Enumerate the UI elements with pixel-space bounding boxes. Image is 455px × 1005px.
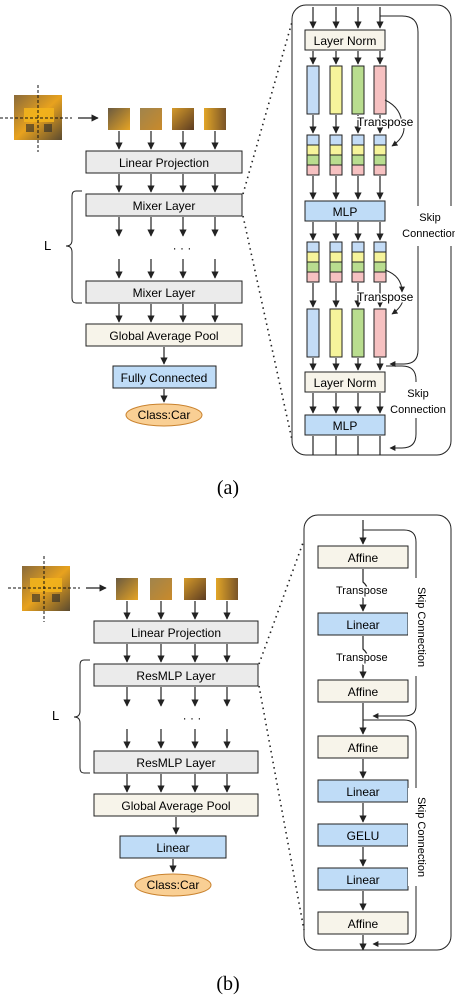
- affine-1-box: [317, 545, 409, 569]
- repeat-brace-a: [65, 190, 82, 304]
- affine-1-label: Affine: [348, 551, 379, 565]
- resmlp-layer-bottom-box: [93, 750, 259, 774]
- skip-connection-bottom-line2: Connection: [390, 404, 446, 416]
- mlp-top-box: [304, 200, 386, 222]
- skip-connection-bottom-line1: Skip: [407, 388, 428, 400]
- global-average-pool-label-a: Global Average Pool: [109, 329, 218, 343]
- transpose-2-halo: Transpose: [336, 652, 388, 664]
- resmlp-layer-top-box: [93, 663, 259, 687]
- mixer-layer-bottom-box: [85, 280, 243, 304]
- layer-norm-bottom-box: [304, 371, 386, 393]
- mixer-layer-top-label: Mixer Layer: [133, 199, 196, 213]
- mlp-top-label: MLP: [333, 205, 358, 219]
- skip-connection-top-label-b: Skip Connection: [415, 587, 427, 667]
- zoom-line-bottom-b: [258, 685, 305, 931]
- fully-connected-label: Fully Connected: [121, 371, 208, 385]
- linear-label-b: Linear: [156, 841, 189, 855]
- transpose-1-halo: Transpose: [336, 585, 388, 597]
- transpose-bottom-label: Transpose: [357, 290, 414, 304]
- global-average-pool-box-a: [85, 323, 243, 347]
- resmlp-layer-bottom-label: ResMLP Layer: [136, 756, 215, 770]
- transpose-top-halo: Transpose: [357, 115, 414, 129]
- mlp-bottom-label: MLP: [333, 419, 358, 433]
- fully-connected-box: [112, 365, 217, 389]
- token-columns-2: [306, 308, 387, 358]
- linear-projection-label-a: Linear Projection: [119, 156, 209, 170]
- resmlp-layer-detail: Affine Transpose Transpose Linear Transp…: [303, 514, 452, 951]
- linear-projection-label-b: Linear Projection: [131, 626, 221, 640]
- global-average-pool-label-b: Global Average Pool: [121, 799, 230, 813]
- repeat-label-a: L: [44, 238, 51, 253]
- mixer-layer-bottom-label: Mixer Layer: [133, 286, 196, 300]
- class-output-label-b: Class:Car: [147, 878, 200, 892]
- panel-a: Linear Projection Mixer Layer · · · Mixe…: [0, 4, 455, 499]
- resmlp-layer-top-label: ResMLP Layer: [136, 669, 215, 683]
- affine-3-label: Affine: [348, 741, 379, 755]
- skip-connection-bottom-label-b: Skip Connection: [415, 797, 427, 877]
- class-output-ellipse-b: [134, 873, 212, 897]
- affine-4-box: [317, 911, 409, 935]
- token-columns-1: [306, 65, 387, 115]
- transpose-top-label: Transpose: [357, 115, 414, 129]
- skip-connection-top-line1: Skip: [419, 212, 440, 224]
- mixer-layer-top-box: [85, 193, 243, 217]
- mixer-layer-detail: Layer Norm Transpose: [291, 4, 455, 456]
- transpose-2-label: Transpose: [336, 652, 388, 664]
- input-image-a: [0, 85, 72, 152]
- ellipsis-b: · · ·: [183, 711, 202, 725]
- panel-b: Linear Projection ResMLP Layer · · · Res…: [8, 514, 452, 995]
- skip-connection-top-path-a: [380, 15, 419, 367]
- zoom-line-top-a: [242, 21, 293, 195]
- affine-2-label: Affine: [348, 685, 379, 699]
- affine-4-label: Affine: [348, 917, 379, 931]
- ellipsis-a: · · ·: [173, 241, 192, 255]
- repeat-brace-b: [73, 659, 90, 774]
- layer-norm-top-box: [304, 29, 386, 51]
- image-patches-a: [108, 108, 226, 130]
- transpose-1-label: Transpose: [336, 585, 388, 597]
- mlp-bottom-box: [304, 414, 386, 436]
- skip-connection-top-line2: Connection: [402, 228, 455, 240]
- layer-norm-bottom-label: Layer Norm: [314, 376, 377, 390]
- affine-2-box: [317, 679, 409, 703]
- linear-box-b: [119, 835, 227, 859]
- zoom-line-top-b: [258, 539, 305, 665]
- caption-a: (a): [217, 477, 239, 499]
- input-image-b: [8, 556, 80, 622]
- caption-b: (b): [216, 973, 239, 995]
- gelu-label: GELU: [347, 829, 380, 843]
- mixed-columns-1: [306, 134, 387, 176]
- affine-3-box: [317, 735, 409, 759]
- linear-3-label: Linear: [346, 873, 379, 887]
- image-patches-b: [116, 578, 238, 600]
- linear-1-label: Linear: [346, 618, 379, 632]
- class-output-ellipse-a: [125, 403, 203, 427]
- global-average-pool-box-b: [93, 793, 259, 817]
- class-output-label-a: Class:Car: [138, 408, 191, 422]
- mixed-columns-2: [306, 241, 387, 283]
- layer-norm-top-label: Layer Norm: [314, 34, 377, 48]
- linear-projection-box-b: [93, 620, 259, 644]
- repeat-label-b: L: [52, 708, 59, 723]
- zoom-line-bottom-a: [242, 215, 293, 441]
- linear-2-label: Linear: [346, 785, 379, 799]
- transpose-bottom-halo: Transpose: [357, 290, 414, 304]
- linear-projection-box-a: [85, 150, 243, 174]
